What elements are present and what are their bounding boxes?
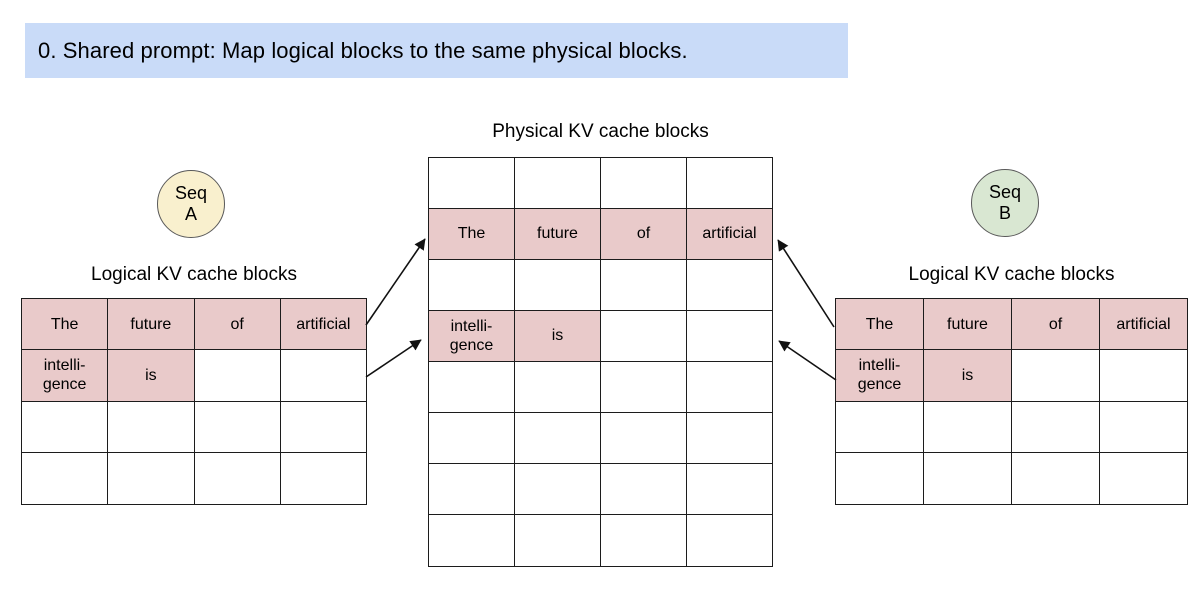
physical-blocks-title: Physical KV cache blocks: [492, 121, 709, 142]
kv-cell-r2c0: [22, 401, 109, 453]
kv-cell-r1c2: [1012, 350, 1100, 402]
kv-cell-r5c1: [515, 413, 601, 464]
table-row: [429, 413, 772, 464]
seq-a-table-title: Logical KV cache blocks: [91, 264, 297, 285]
table-row: [22, 452, 366, 504]
table-row: [429, 362, 772, 413]
kv-cell-r2c1: [515, 260, 601, 311]
kv-cell-r3c1: is: [515, 311, 601, 362]
kv-cell-r1c0: The: [429, 209, 515, 260]
kv-cell-r3c2: [195, 452, 281, 504]
kv-cell-r0c1: [515, 158, 601, 209]
kv-cell-r2c2: [1012, 401, 1100, 453]
kv-cell-r1c2: of: [601, 209, 687, 260]
kv-cell-r7c0: [429, 515, 515, 566]
seq-b-badge-line2: B: [998, 203, 1011, 223]
kv-cell-r1c0: intelli- gence: [836, 350, 924, 402]
step-banner-text: 0. Shared prompt: Map logical blocks to …: [38, 37, 688, 63]
kv-cell-r0c2: of: [1012, 299, 1100, 351]
kv-cell-r0c1: future: [924, 299, 1012, 351]
kv-cell-r3c0: intelli- gence: [429, 311, 515, 362]
kv-cell-r6c1: [515, 464, 601, 515]
kv-cell-r3c2: [1012, 452, 1100, 504]
arrow-seq-a-block0-to-physical: [365, 238, 426, 326]
kv-cell-r3c1: [108, 452, 195, 504]
kv-cell-r1c1: is: [924, 350, 1012, 402]
kv-cell-r4c1: [515, 362, 601, 413]
kv-cell-r0c0: [429, 158, 515, 209]
kv-cell-r2c2: [194, 401, 281, 453]
kv-cell-r2c3: [1100, 402, 1187, 453]
arrow-seq-b-block0-to-physical: [777, 239, 835, 328]
kv-cell-r1c3: artificial: [687, 209, 772, 260]
kv-cell-r4c2: [601, 362, 687, 413]
kv-cell-r5c2: [601, 413, 687, 464]
kv-cell-r1c3: [280, 350, 366, 402]
kv-cell-r0c0: The: [836, 299, 924, 351]
kv-cell-r3c0: [22, 452, 109, 504]
step-banner: 0. Shared prompt: Map logical blocks to …: [25, 23, 848, 78]
kv-cell-r6c3: [687, 464, 772, 515]
kv-cell-r1c2: [194, 350, 281, 402]
kv-cell-r0c3: artificial: [1100, 299, 1187, 351]
kv-cell-r7c1: [515, 515, 601, 566]
kv-cell-r6c2: [601, 464, 687, 515]
seq-b-table-title: Logical KV cache blocks: [908, 264, 1115, 285]
arrow-seq-a-block1-to-physical: [365, 339, 422, 378]
seq-a-badge-line2: A: [184, 204, 197, 224]
table-row: [429, 260, 772, 311]
kv-cell-r0c3: [687, 158, 772, 209]
kv-cell-r2c2: [601, 260, 687, 311]
kv-cell-r7c2: [601, 515, 687, 566]
kv-cell-r2c3: [280, 402, 366, 453]
kv-cell-r1c1: is: [108, 350, 195, 402]
arrow-seq-b-block1-to-physical: [778, 340, 837, 381]
kv-cell-r0c2: [601, 158, 687, 209]
kv-cell-r0c2: of: [194, 299, 281, 351]
kv-cell-r3c2: [601, 311, 687, 362]
kv-cell-r4c3: [687, 362, 772, 413]
kv-cell-r2c1: [924, 401, 1012, 453]
seq-a-badge-line1: Seq: [174, 182, 208, 203]
table-row: [836, 452, 1187, 504]
kv-cell-r1c1: future: [515, 209, 601, 260]
table-row: [22, 401, 366, 453]
table-row: [836, 401, 1187, 453]
kv-cell-r5c3: [687, 413, 772, 464]
kv-cell-r1c0: intelli- gence: [22, 350, 109, 402]
kv-cell-r3c3: [1100, 453, 1187, 504]
kv-cell-r6c0: [429, 464, 515, 515]
kv-cell-r2c0: [836, 401, 924, 453]
kv-cell-r2c0: [429, 260, 515, 311]
kv-cell-r2c1: [108, 401, 195, 453]
table-row: [429, 158, 772, 209]
kv-cell-r3c1: [924, 452, 1012, 504]
kv-cell-r0c0: The: [22, 299, 109, 351]
seq-a-badge: Seq A: [157, 170, 225, 238]
table-row: [429, 464, 772, 515]
seq-b-badge-line1: Seq: [988, 181, 1022, 202]
kv-cell-r7c3: [687, 515, 772, 566]
kv-cell-r2c3: [687, 260, 772, 311]
kv-cell-r4c0: [429, 362, 515, 413]
kv-cell-r0c3: artificial: [280, 299, 366, 351]
kv-cell-r3c3: [687, 311, 772, 362]
table-row: [429, 515, 772, 566]
seq-b-badge: Seq B: [971, 169, 1039, 237]
kv-cell-r3c3: [281, 453, 366, 504]
kv-cell-r0c1: future: [108, 299, 195, 351]
kv-cell-r1c3: [1100, 350, 1187, 402]
kv-cell-r5c0: [429, 413, 515, 464]
kv-cell-r3c0: [836, 452, 924, 504]
